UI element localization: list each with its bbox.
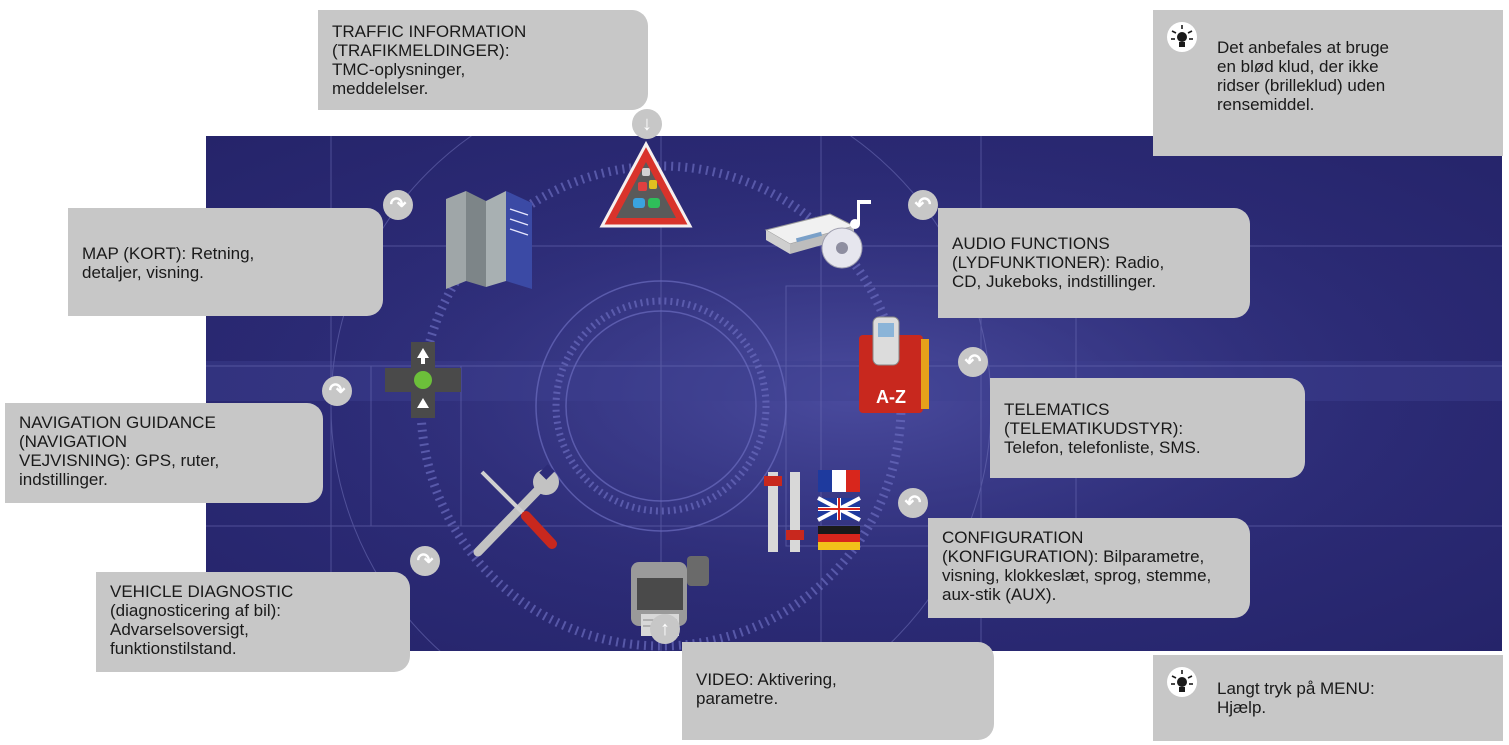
arrow-right-icon: ↷: [322, 376, 352, 406]
tip-line: ridser (brilleklud) uden: [1217, 76, 1386, 95]
map-callout: MAP (KORT): Retning, detaljer, visning.: [68, 208, 383, 316]
callout-line: parametre.: [696, 689, 779, 708]
callout-line: VEHICLE DIAGNOSTIC: [110, 582, 294, 601]
arrow-left-icon: ↶: [958, 347, 988, 377]
callout-line: aux-stik (AUX).: [942, 585, 1057, 604]
audio-functions-callout: AUDIO FUNCTIONS (LYDFUNKTIONER): Radio, …: [938, 208, 1250, 318]
callout-line: VIDEO: Aktivering,: [696, 670, 837, 689]
wrench-screwdriver-icon[interactable]: [470, 464, 570, 560]
arrow-down-icon: ↓: [632, 109, 662, 139]
callout-line: (KONFIGURATION): Bilparametre,: [942, 547, 1205, 566]
lightbulb-icon: [1167, 667, 1197, 697]
callout-line: indstillinger.: [19, 470, 108, 489]
callout-line: TMC-oplysninger,: [332, 60, 466, 79]
callout-line: TRAFFIC INFORMATION: [332, 22, 527, 41]
arrow-up-icon: ↑: [650, 614, 680, 644]
callout-line: TELEMATICS: [1004, 400, 1110, 419]
arrow-left-icon: ↶: [908, 190, 938, 220]
callout-line: (LYDFUNKTIONER): Radio,: [952, 253, 1165, 272]
callout-line: (NAVIGATION: [19, 432, 127, 451]
callout-line: (TELEMATIKUDSTYR):: [1004, 419, 1184, 438]
callout-line: CONFIGURATION: [942, 528, 1084, 547]
lightbulb-icon: [1167, 22, 1197, 52]
tip-line: en blød klud, der ikke: [1217, 57, 1379, 76]
arrow-right-icon: ↷: [410, 546, 440, 576]
arrow-right-icon: ↷: [383, 190, 413, 220]
callout-line: visning, klokkeslæt, sprog, stemme,: [942, 566, 1212, 585]
callout-line: VEJVISNING): GPS, ruter,: [19, 451, 220, 470]
tip-line: Langt tryk på MENU:: [1217, 679, 1375, 698]
callout-line: CD, Jukeboks, indstillinger.: [952, 272, 1157, 291]
phone-book-icon[interactable]: A-Z: [855, 315, 935, 415]
callout-line: AUDIO FUNCTIONS: [952, 234, 1110, 253]
cd-player-icon[interactable]: [760, 192, 878, 272]
navigation-guidance-callout: NAVIGATION GUIDANCE (NAVIGATION VEJVISNI…: [5, 403, 323, 503]
callout-line: funktionstilstand.: [110, 639, 237, 658]
video-callout: VIDEO: Aktivering, parametre.: [682, 642, 994, 740]
callout-line: Telefon, telefonliste, SMS.: [1004, 438, 1201, 457]
cleaning-tip-box: Det anbefales at bruge en blød klud, der…: [1153, 10, 1503, 156]
tip-line: Det anbefales at bruge: [1217, 38, 1390, 57]
traffic-warning-icon[interactable]: [598, 140, 694, 230]
folded-map-icon[interactable]: [440, 185, 538, 289]
vehicle-diagnostic-callout: VEHICLE DIAGNOSTIC (diagnosticering af b…: [96, 572, 410, 672]
traffic-information-callout: TRAFFIC INFORMATION (TRAFIKMELDINGER): T…: [318, 10, 648, 110]
callout-line: detaljer, visning.: [82, 263, 204, 282]
phone-book-label: A-Z: [876, 387, 906, 407]
callout-line: (TRAFIKMELDINGER):: [332, 41, 510, 60]
tip-line: rensemiddel.: [1217, 95, 1315, 114]
crossroads-icon[interactable]: [385, 342, 461, 418]
telematics-callout: TELEMATICS (TELEMATIKUDSTYR): Telefon, t…: [990, 378, 1305, 478]
configuration-callout: CONFIGURATION (KONFIGURATION): Bilparame…: [928, 518, 1250, 618]
tip-line: Hjælp.: [1217, 698, 1267, 717]
callout-line: meddelelser.: [332, 79, 429, 98]
callout-line: Advarselsoversigt,: [110, 620, 249, 639]
callout-line: NAVIGATION GUIDANCE: [19, 413, 216, 432]
arrow-left-icon: ↶: [898, 488, 928, 518]
callout-line: (diagnosticering af bil):: [110, 601, 282, 620]
callout-line: MAP (KORT): Retning,: [82, 244, 255, 263]
settings-sliders-flags-icon[interactable]: [758, 466, 866, 554]
menu-help-tip-box: Langt tryk på MENU: Hjælp.: [1153, 655, 1503, 741]
